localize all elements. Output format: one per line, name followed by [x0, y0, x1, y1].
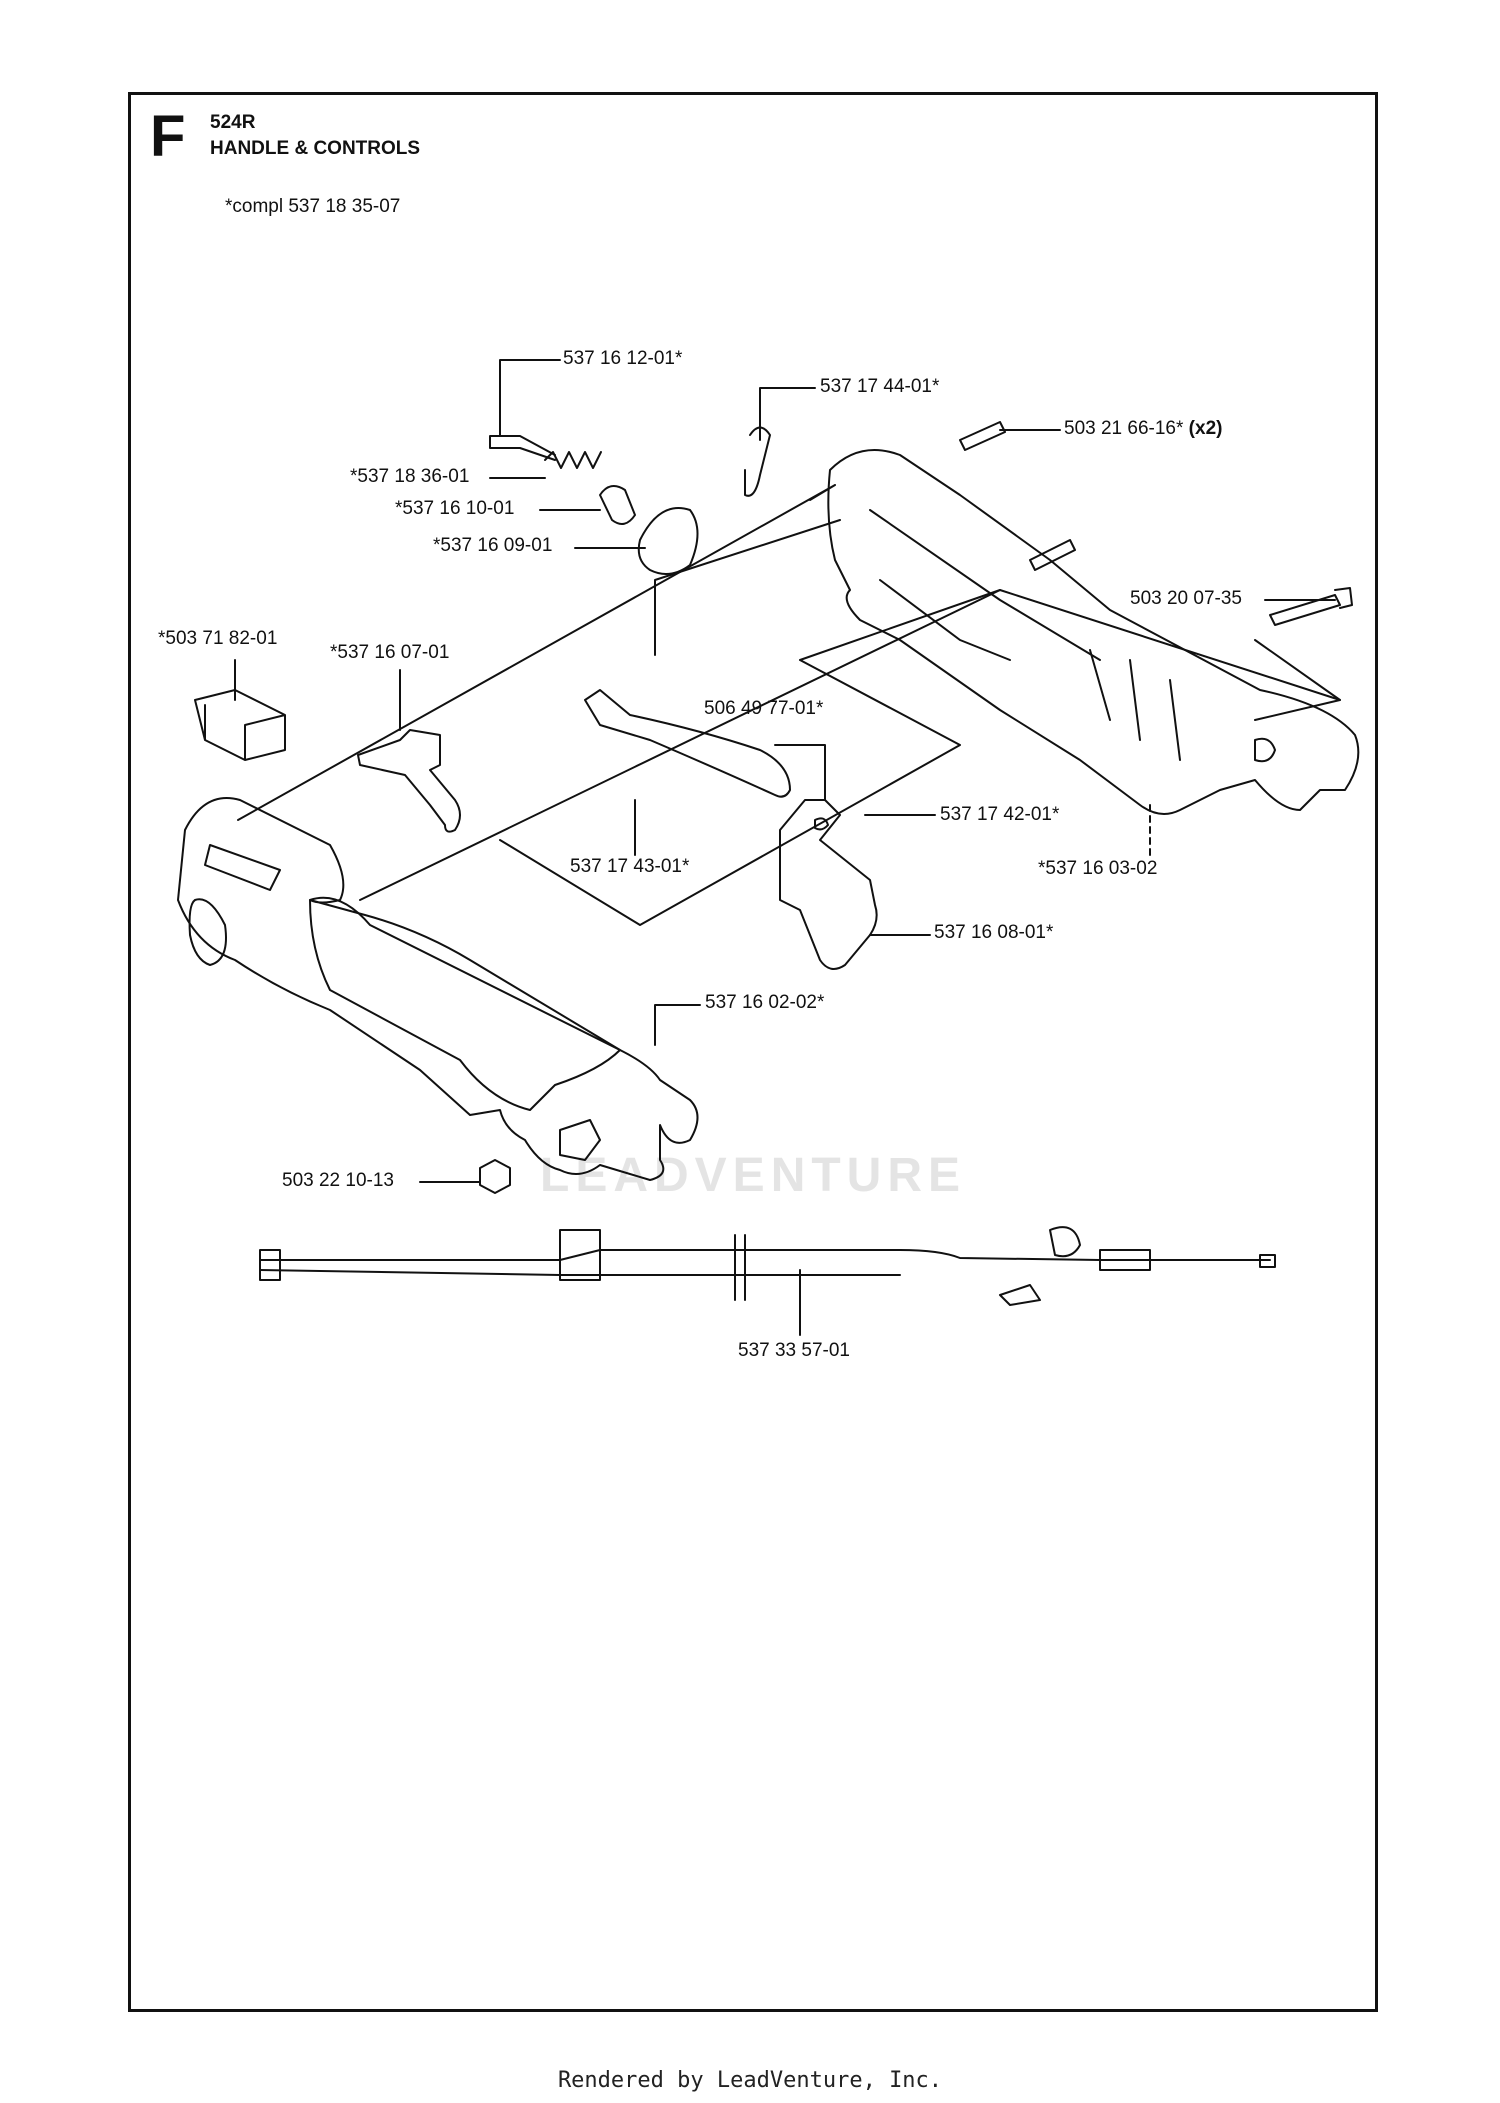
bushing-shape — [599, 485, 636, 525]
hook-spring-shape — [744, 426, 771, 497]
throttle-cable-adjuster — [1099, 1249, 1151, 1271]
throttle-cable-main — [259, 1249, 1271, 1261]
grip-rubber-section — [309, 896, 621, 1111]
part-label-503-21-66-16: 503 21 66-16* (x2) — [1064, 418, 1222, 440]
part-label-537-33-57-01: 537 33 57-01 — [738, 1340, 850, 1361]
grip-handle-shape — [177, 797, 699, 1181]
throttle-cable-plug — [259, 1249, 281, 1281]
part-label-537-16-10-01: *537 16 10-01 — [395, 498, 515, 519]
part-label-537-16-12-01: 537 16 12-01* — [563, 348, 683, 369]
part-label-537-16-09-01: *537 16 09-01 — [433, 535, 553, 556]
throttle-trigger-hole — [814, 817, 829, 831]
assembly-line-middle — [359, 589, 1341, 901]
diagram-frame — [128, 92, 1378, 2012]
part-qty-suffix: (x2) — [1188, 418, 1223, 439]
gear-wheel-shape — [637, 507, 699, 575]
leader-p15 — [654, 1004, 701, 1046]
part-label-506-49-77-01: 506 49 77-01* — [704, 698, 824, 719]
part-label-503-21-66-16-text: 503 21 66-16* — [1064, 418, 1184, 439]
footer-credit: Rendered by LeadVenture, Inc. — [557, 2068, 943, 2093]
part-label-537-18-36-01: *537 18 36-01 — [350, 466, 470, 487]
throttle-cable-terminal — [999, 1284, 1041, 1306]
part-label-503-71-82-01: *503 71 82-01 — [158, 628, 278, 649]
watermark: LEADVENTURE — [540, 1149, 967, 1202]
assembly-line-upper — [237, 484, 836, 821]
choke-lever-shape — [357, 729, 461, 833]
hex-nut-shape — [479, 1159, 511, 1194]
grip-switch-slot — [204, 844, 281, 891]
grip-hex-socket — [559, 1119, 601, 1161]
part-label-537-17-44-01: 537 17 44-01* — [820, 376, 940, 397]
part-label-503-20-07-35: 503 20 07-35 — [1130, 588, 1242, 609]
housing-shape — [827, 449, 1360, 815]
housing-inner-rib-1 — [869, 509, 1101, 661]
housing-inner-rib-3 — [1089, 649, 1181, 761]
throttle-trigger-shape — [779, 799, 878, 970]
part-label-537-16-07-01: *537 16 07-01 — [330, 642, 450, 663]
model-number: 524R — [210, 112, 256, 133]
throttle-cable-end — [1259, 1254, 1276, 1268]
throttle-cable-break — [734, 1234, 746, 1301]
screw-537-16-12-shape — [489, 435, 556, 461]
lock-lever-shape — [584, 689, 791, 798]
leader-p1 — [499, 359, 561, 437]
part-label-503-22-10-13: 503 22 10-13 — [282, 1170, 394, 1191]
assembly-line-spring — [654, 519, 841, 656]
part-label-537-16-08-01: 537 16 08-01* — [934, 922, 1054, 943]
section-letter: F — [150, 104, 186, 169]
spring-shape — [544, 451, 602, 469]
part-label-537-16-03-02: *537 16 03-02 — [1038, 858, 1158, 879]
leader-p2 — [759, 387, 816, 441]
part-label-537-17-42-01: 537 17 42-01* — [940, 804, 1060, 825]
throttle-cable-lower — [259, 1269, 901, 1276]
part-label-537-16-02-02: 537 16 02-02* — [705, 992, 825, 1013]
section-title: HANDLE & CONTROLS — [210, 138, 421, 159]
screw-503-21-66-shape — [959, 421, 1076, 571]
leader-p10 — [774, 744, 826, 801]
complete-assembly-note: *compl 537 18 35-07 — [225, 196, 401, 217]
throttle-cable-clamp — [559, 1229, 601, 1281]
part-label-537-17-43-01: 537 17 43-01* — [570, 856, 690, 877]
throttle-cable-ring — [1049, 1226, 1081, 1258]
assembly-line-lower — [499, 589, 1001, 926]
assembly-line-right — [1254, 639, 1341, 721]
stop-switch-shape — [194, 689, 286, 761]
housing-inner-rib-2 — [879, 579, 1011, 661]
housing-boss — [1254, 737, 1276, 763]
grip-logo-oval — [188, 898, 227, 966]
screw-503-20-07-shape — [1269, 587, 1353, 626]
